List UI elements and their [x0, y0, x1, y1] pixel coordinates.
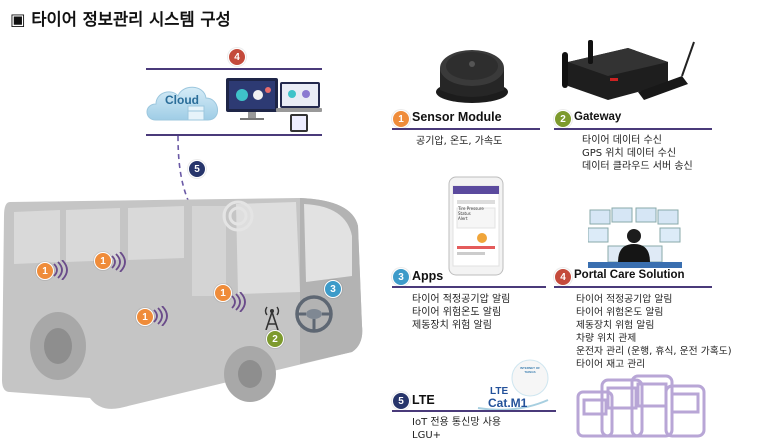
lte-desc: IoT 전용 통신망 사용 LGU+	[412, 416, 501, 442]
desc-line: 차량 위치 관제	[576, 333, 637, 344]
apps-title: Apps	[412, 269, 444, 283]
phone-screen-text: Tire Pressure Status Alert	[458, 206, 484, 221]
portal-badge: 4	[554, 268, 572, 286]
desc-line: 데이터 클라우드 서버 송신	[582, 161, 693, 172]
lte-link-badge: 5	[188, 160, 206, 178]
antenna-icon	[264, 306, 280, 330]
signal-waves-icon	[53, 260, 68, 280]
lte-logo-ring-text: INTERNET OF THINGS	[520, 366, 540, 374]
desc-line: 공기압, 온도, 가속도	[416, 136, 503, 147]
bus-apps-badge: 3	[324, 280, 342, 298]
sensor-module-rule	[392, 128, 540, 130]
gateway-title: Gateway	[574, 111, 622, 123]
phone-text-line: Tire Pressure	[458, 206, 484, 211]
gateway-image	[562, 40, 695, 100]
sensor-module-badge: 1	[392, 110, 410, 128]
bus-sensor-badge: 1	[94, 252, 112, 270]
desc-line: 타이어 재고 관리	[576, 359, 646, 370]
lte-rule	[392, 410, 556, 412]
desc-line: 타이어 데이터 수신	[582, 135, 662, 146]
signal-waves-icon	[231, 292, 246, 312]
sensor-module-image	[436, 50, 508, 103]
lte-logo-image	[477, 359, 549, 411]
dashboard-screens-icon	[226, 78, 322, 132]
lte-logo-line2: Cat.M1	[488, 396, 528, 410]
cloud-bottom-rule	[146, 134, 322, 136]
portal-desc: 타이어 적정공기압 알림 타이어 위험온도 알림 제동장치 위험 알림 차량 위…	[576, 293, 732, 371]
desc-line: 운전자 관리 (운행, 휴식, 운전 가혹도)	[576, 346, 732, 357]
cloud-top-rule	[146, 68, 322, 70]
apps-desc: 타이어 적정공기압 알림 타이어 위험온도 알림 제동장치 위험 알림	[412, 293, 510, 332]
desc-line: 타이어 적정공기압 알림	[576, 294, 673, 305]
bus-sensor-badge: 1	[136, 308, 154, 326]
lte-badge: 5	[392, 392, 410, 410]
bus-sensor-badge: 1	[36, 262, 54, 280]
desc-line: GPS 위치 데이터 수신	[582, 148, 677, 159]
desc-line: LGU+	[412, 430, 442, 441]
bus-illustration	[2, 198, 363, 409]
cloud-label: Cloud	[165, 93, 199, 107]
desc-line: 타이어 적정공기압 알림	[412, 294, 511, 305]
gateway-desc: 타이어 데이터 수신 GPS 위치 데이터 수신 데이터 클라우드 서버 송신	[582, 134, 693, 173]
page-title: ▣ 타이어 정보관리 시스템 구성	[10, 10, 231, 29]
phone-text-line: Status	[458, 211, 471, 216]
signal-waves-icon	[153, 306, 168, 326]
cloud-badge: 4	[228, 48, 246, 66]
smartphone-image	[448, 176, 504, 276]
portal-operator-image	[588, 207, 682, 268]
portal-title: Portal Care Solution	[574, 269, 685, 281]
desc-line: IoT 전용 통신망 사용	[412, 417, 502, 428]
steering-wheel-icon	[295, 295, 333, 333]
bus-gateway-badge: 2	[266, 330, 284, 348]
desc-line: 제동장치 위험 알림	[576, 320, 655, 331]
apps-rule	[392, 286, 546, 288]
sensor-module-title: Sensor Module	[412, 110, 502, 124]
bus-sensor-badge: 1	[214, 284, 232, 302]
gateway-badge: 2	[554, 110, 572, 128]
bus-fleet-icon	[576, 374, 706, 438]
lte-logo-line1: LTE	[490, 386, 509, 397]
cloud-icon	[146, 86, 218, 121]
phone-text-line: Alert	[458, 216, 468, 221]
apps-badge: 3	[392, 268, 410, 286]
sensor-module-desc: 공기압, 온도, 가속도	[416, 135, 502, 148]
portal-rule	[554, 286, 712, 288]
desc-line: 타이어 위험온도 알림	[412, 307, 502, 318]
lte-title: LTE	[412, 393, 435, 407]
desc-line: 제동장치 위험 알림	[412, 320, 492, 331]
gateway-rule	[554, 128, 712, 130]
desc-line: 타이어 위험온도 알림	[576, 307, 664, 318]
signal-waves-icon	[111, 252, 126, 272]
